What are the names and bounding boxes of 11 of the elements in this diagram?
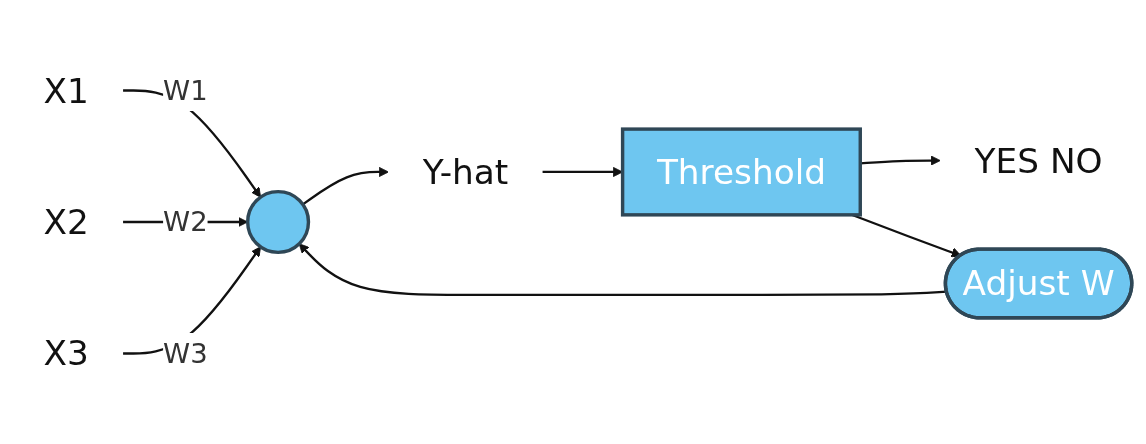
node-text: X2 [43, 201, 89, 243]
node-text: YES NO [974, 140, 1103, 181]
node-text: X1 [43, 70, 89, 111]
node-box: Threshold [620, 127, 862, 217]
edge-label: W2 [163, 205, 208, 239]
edge-label: W1 [163, 74, 208, 107]
node-text: Y-hat [422, 151, 509, 192]
node-text: X3 [43, 333, 89, 374]
edge-label: W3 [163, 337, 208, 370]
arrow [302, 166, 389, 206]
node-circle [245, 189, 311, 255]
